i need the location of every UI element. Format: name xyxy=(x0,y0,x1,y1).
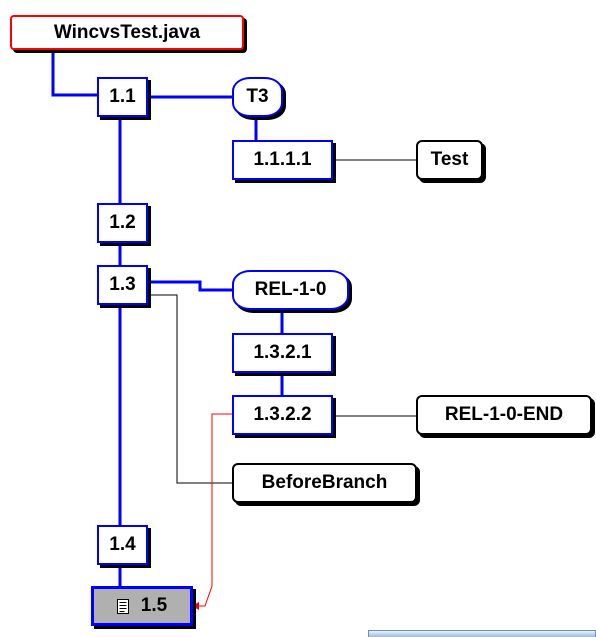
revision-node-1-3-2-2[interactable]: 1.3.2.2 xyxy=(232,395,333,435)
file-name-node[interactable]: WincvsTest.java xyxy=(10,15,244,50)
revision-node-1-1-1-1[interactable]: 1.1.1.1 xyxy=(232,140,333,180)
revision-node-1-4[interactable]: 1.4 xyxy=(97,525,148,565)
revision-node-1-1[interactable]: 1.1 xyxy=(97,77,148,117)
revision-label-1-5: 1.5 xyxy=(140,595,168,616)
document-icon xyxy=(116,598,129,614)
tag-node-before-branch[interactable]: BeforeBranch xyxy=(232,463,417,503)
branch-node-t3[interactable]: T3 xyxy=(232,77,283,117)
revision-node-1-3[interactable]: 1.3 xyxy=(97,265,148,305)
revision-node-1-2[interactable]: 1.2 xyxy=(97,203,148,243)
revision-node-1-3-2-1[interactable]: 1.3.2.1 xyxy=(232,333,333,373)
tag-node-rel-1-0-end[interactable]: REL-1-0-END xyxy=(416,395,592,435)
horizontal-scrollbar[interactable] xyxy=(368,630,596,637)
tag-node-test[interactable]: Test xyxy=(416,140,483,180)
revision-node-1-5-current[interactable]: 1.5 xyxy=(91,586,193,626)
branch-node-rel-1-0[interactable]: REL-1-0 xyxy=(232,270,349,310)
